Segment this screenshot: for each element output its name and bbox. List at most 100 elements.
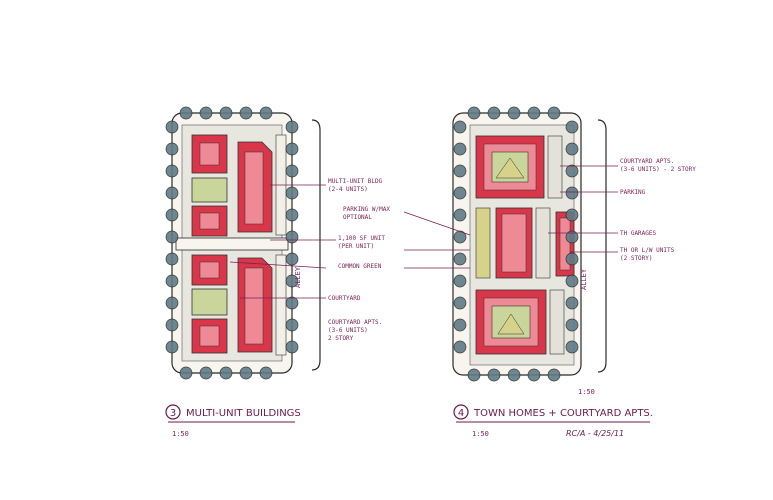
plan-title: TOWN HOMES + COURTYARD APTS. bbox=[473, 408, 653, 419]
label-parking: PARKING W/MAX bbox=[343, 206, 390, 213]
label-courtyard-apts-sub: (3-6 UNITS) - 2 STORY bbox=[620, 166, 696, 173]
label-courtyard-apts: COURTYARD APTS. bbox=[620, 158, 674, 165]
tree-icon bbox=[239, 106, 253, 120]
courtyard-green bbox=[191, 177, 228, 203]
tree-icon bbox=[467, 106, 481, 120]
tree-icon bbox=[453, 230, 467, 244]
plan-number-circle bbox=[165, 404, 181, 420]
alley-bracket bbox=[311, 119, 321, 371]
tree-icon bbox=[285, 318, 299, 332]
tree-icon bbox=[285, 296, 299, 310]
plan-number-circle bbox=[453, 404, 469, 420]
tree-icon bbox=[165, 164, 179, 178]
tree-icon bbox=[467, 368, 481, 382]
tree-icon bbox=[565, 164, 579, 178]
label-courtyard-apts: COURTYARD APTS. bbox=[328, 319, 382, 326]
multi-unit-roof-ridge bbox=[244, 151, 264, 225]
tree-icon bbox=[239, 366, 253, 380]
th-garage-strip bbox=[535, 207, 551, 279]
tree-icon bbox=[565, 252, 579, 266]
tree-icon bbox=[453, 120, 467, 134]
house-roof-ridge bbox=[199, 261, 220, 279]
house-roof bbox=[191, 318, 228, 354]
label-th-lw: TH OR L/W UNITS bbox=[620, 247, 675, 254]
label-multi-unit-sub: (2-4 UNITS) bbox=[328, 186, 368, 193]
plan-title: MULTI-UNIT BUILDINGS bbox=[186, 408, 301, 419]
tree-icon bbox=[165, 120, 179, 134]
tree-icon bbox=[165, 340, 179, 354]
tree-icon bbox=[219, 106, 233, 120]
tree-icon bbox=[285, 164, 299, 178]
tree-icon bbox=[565, 230, 579, 244]
label-courtyard-apts-sub1: (3-6 UNITS) bbox=[328, 327, 368, 334]
house-roof-ridge bbox=[199, 325, 220, 347]
parking-strip bbox=[547, 135, 563, 199]
tree-icon bbox=[285, 340, 299, 354]
lower-courtyard-apt bbox=[475, 289, 565, 355]
leader-lines bbox=[403, 165, 618, 269]
street-trees bbox=[165, 106, 299, 380]
tree-icon bbox=[165, 142, 179, 156]
tree-icon bbox=[565, 186, 579, 200]
plan-number: 3 bbox=[170, 408, 176, 419]
tree-icon bbox=[507, 106, 521, 120]
tree-icon bbox=[565, 142, 579, 156]
tree-icon bbox=[453, 296, 467, 310]
plan-number: 4 bbox=[458, 408, 464, 419]
label-multi-unit: MULTI-UNIT BLDG bbox=[328, 178, 383, 185]
label-courtyard-apts-sub2: 2 STORY bbox=[328, 335, 354, 342]
label-unit-sub: (PER UNIT) bbox=[338, 243, 374, 250]
tree-icon bbox=[453, 318, 467, 332]
author-initials: RC/A - 4/25/11 bbox=[566, 429, 624, 438]
tree-icon bbox=[199, 106, 213, 120]
tree-icon bbox=[453, 186, 467, 200]
tree-icon bbox=[259, 366, 273, 380]
plan-townhomes: ALLEY COURTYARD APTS. (3-6 UNITS) - 2 ST… bbox=[403, 106, 696, 438]
multi-unit-roof-ridge bbox=[244, 267, 264, 345]
tree-icon bbox=[487, 368, 501, 382]
label-th-lw-sub: (2 STORY) bbox=[620, 255, 653, 262]
tree-icon bbox=[453, 274, 467, 288]
tree-icon bbox=[179, 366, 193, 380]
tree-icon bbox=[527, 368, 541, 382]
label-th-garages: TH GARAGES bbox=[620, 230, 657, 237]
tree-icon bbox=[165, 296, 179, 310]
tree-icon bbox=[547, 368, 561, 382]
courtyard-green bbox=[191, 288, 228, 316]
label-parking-sub: OPTIONAL bbox=[343, 214, 372, 221]
label-unit: 1,100 SF UNIT bbox=[338, 235, 385, 242]
leader-lines bbox=[229, 184, 336, 299]
house-roof-ridge bbox=[199, 212, 220, 230]
tree-icon bbox=[285, 186, 299, 200]
left-houses bbox=[191, 134, 228, 354]
tree-icon bbox=[179, 106, 193, 120]
tree-icon bbox=[453, 142, 467, 156]
label-common-green: COMMON GREEN bbox=[338, 263, 382, 270]
tree-icon bbox=[285, 274, 299, 288]
tree-icon bbox=[565, 120, 579, 134]
tree-icon bbox=[527, 106, 541, 120]
plan-scale: 1:50 bbox=[472, 430, 489, 438]
alley-label: ALLEY bbox=[580, 268, 588, 290]
tree-icon bbox=[165, 230, 179, 244]
tree-icon bbox=[285, 120, 299, 134]
label-courtyard: COURTYARD bbox=[328, 295, 361, 302]
tree-icon bbox=[285, 208, 299, 222]
tree-icon bbox=[285, 142, 299, 156]
common-green-strip bbox=[475, 207, 491, 279]
tree-icon bbox=[565, 318, 579, 332]
tree-icon bbox=[453, 164, 467, 178]
middle-townhomes bbox=[475, 207, 575, 279]
tree-icon bbox=[453, 252, 467, 266]
street-trees bbox=[453, 106, 579, 382]
mid-scale: 1:50 bbox=[578, 388, 595, 396]
label-parking: PARKING bbox=[620, 189, 646, 196]
tree-icon bbox=[565, 296, 579, 310]
upper-courtyard-apt bbox=[475, 135, 563, 199]
tree-icon bbox=[453, 208, 467, 222]
alley-label: ALLEY bbox=[294, 266, 302, 288]
tree-icon bbox=[165, 252, 179, 266]
plan-scale: 1:50 bbox=[172, 430, 189, 438]
tree-icon bbox=[259, 106, 273, 120]
